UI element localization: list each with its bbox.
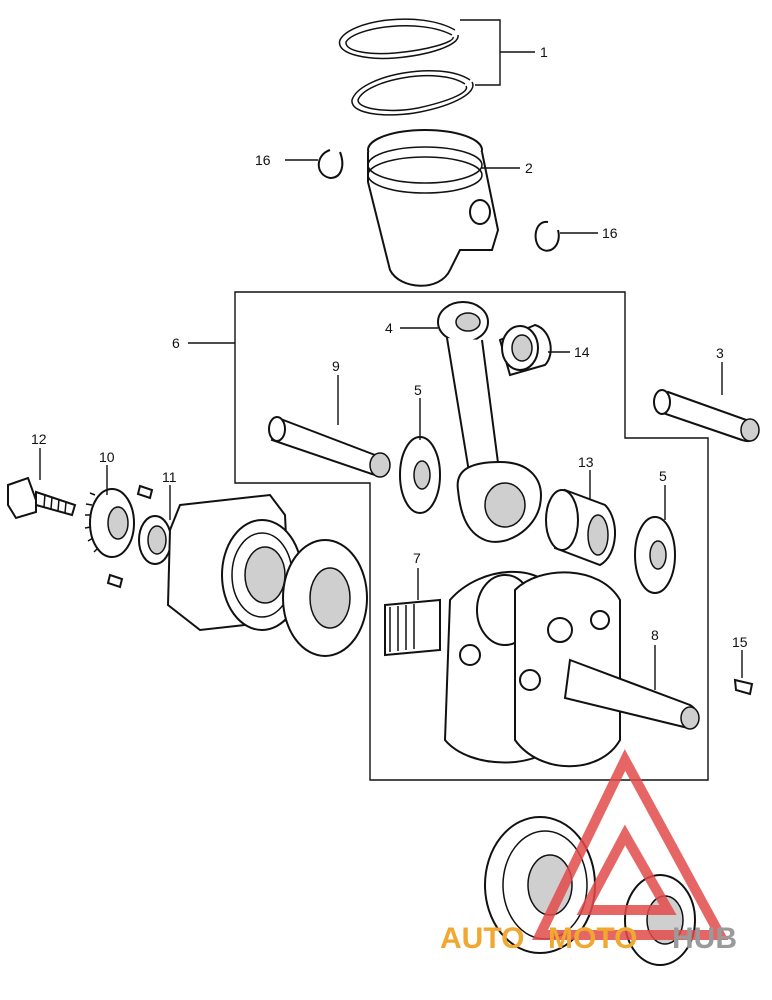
piston-rings — [338, 18, 474, 116]
callout-6: 6 — [172, 335, 180, 351]
callout-9: 9 — [332, 358, 340, 374]
collar — [138, 515, 172, 565]
watermark-moto: MOTO — [548, 922, 637, 955]
small-end-bearing — [498, 323, 552, 377]
callout-11: 11 — [162, 469, 177, 485]
crank-pin-left — [268, 416, 391, 478]
leader-1 — [460, 19, 535, 86]
crankshaft-right-half — [514, 571, 700, 768]
watermark-hub: HUB — [672, 922, 737, 955]
left-bearing-holder — [166, 493, 303, 632]
callout-16b: 16 — [602, 225, 618, 241]
callout-5a: 5 — [414, 382, 422, 398]
callout-8: 8 — [651, 627, 659, 643]
callout-12: 12 — [31, 431, 47, 447]
bolt — [7, 476, 77, 520]
left-oil-seal — [282, 539, 368, 657]
callout-2: 2 — [525, 160, 533, 176]
piston — [367, 129, 500, 287]
callout-10: 10 — [99, 449, 115, 465]
watermark-auto: AUTO — [440, 922, 524, 955]
piston-pin-clip-right — [534, 220, 560, 252]
callout-14: 14 — [574, 344, 590, 360]
big-end-bearing — [545, 488, 617, 567]
woodruff-key — [733, 678, 754, 696]
watermark-triangle — [532, 749, 729, 940]
callout-15: 15 — [732, 634, 748, 650]
automotohub-watermark-logo — [532, 749, 729, 940]
callout-7: 7 — [413, 550, 421, 566]
primary-gear — [84, 488, 135, 558]
callout-3: 3 — [716, 345, 724, 361]
piston-pin-clip-left — [317, 149, 344, 180]
callout-4: 4 — [385, 320, 393, 336]
callout-13: 13 — [578, 454, 594, 470]
connecting-rod — [437, 301, 542, 543]
callout-5b: 5 — [659, 468, 667, 484]
small-screws — [106, 484, 154, 589]
crank-pin-right — [653, 389, 760, 443]
thrust-washer-right — [634, 516, 676, 594]
thrust-washer-left — [399, 436, 441, 514]
callout-16a: 16 — [255, 152, 271, 168]
callout-1: 1 — [540, 44, 548, 60]
assembly-frame-6 — [234, 291, 709, 781]
